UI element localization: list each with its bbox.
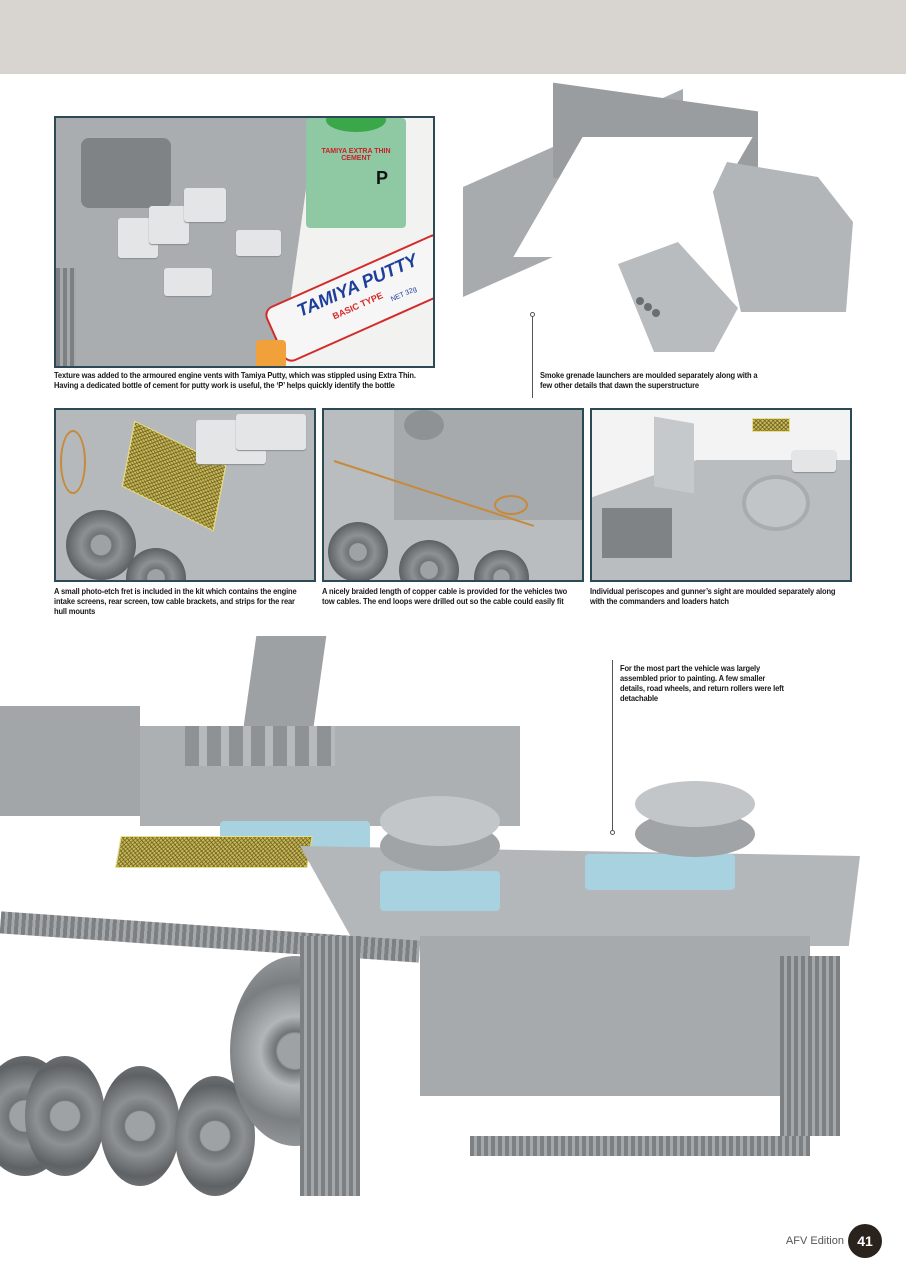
- photo-assembled-vehicle: [0, 636, 880, 1216]
- caption-photo-etch-fret: A small photo-etch fret is included in t…: [54, 587, 297, 616]
- track-bottom: [470, 1136, 810, 1156]
- photo-periscopes: [590, 408, 852, 582]
- spare-track-links: [185, 726, 335, 766]
- photo-engine-deck-putty: TAMIYA EXTRA THIN CEMENT P TAMIYA PUTTY …: [54, 116, 435, 368]
- photo-superstructure: [458, 82, 858, 372]
- page-number-badge: 41: [848, 1224, 882, 1258]
- leader-line-vehicle: [612, 660, 613, 832]
- smoke-launchers: [636, 297, 644, 305]
- cement-bottle-label: TAMIYA EXTRA THIN CEMENT: [321, 148, 391, 162]
- superstructure-front-plate: [713, 162, 853, 312]
- caption-periscopes: Individual periscopes and gunner’s sight…: [590, 587, 836, 606]
- photo-copper-cable: [322, 408, 584, 582]
- gun-mantlet: [602, 508, 672, 558]
- track-rear-right: [780, 956, 840, 1136]
- gun-shield: [654, 416, 694, 494]
- copper-cable: [60, 430, 86, 494]
- publication-name: AFV Edition: [785, 1235, 844, 1247]
- caption-assembled-vehicle: For the most part the vehicle was largel…: [620, 664, 784, 703]
- caption-copper-cable: A nicely braided length of copper cable …: [322, 587, 568, 606]
- rear-screen-photo-etch: [115, 836, 313, 868]
- caption-engine-deck-putty: Texture was added to the armoured engine…: [54, 371, 416, 390]
- hull-interior: [81, 138, 171, 208]
- cement-marker-p: P: [376, 168, 389, 188]
- putty-cap: [256, 340, 286, 366]
- commander-hatch: [742, 475, 810, 531]
- leader-dot-superstructure: [530, 312, 535, 317]
- cement-bottle: TAMIYA EXTRA THIN CEMENT P: [306, 118, 406, 228]
- leader-dot-vehicle: [610, 830, 615, 835]
- rear-hull-plate: [420, 936, 810, 1096]
- detachable-road-wheels: [635, 781, 755, 827]
- caption-superstructure: Smoke grenade launchers are moulded sepa…: [540, 371, 758, 390]
- top-header-band: [0, 0, 906, 74]
- smoke-launchers: [404, 410, 444, 440]
- track-rear-left: [300, 936, 360, 1196]
- gun-shield: [243, 636, 327, 726]
- superstructure-side-block: [618, 242, 738, 352]
- leader-line-superstructure: [532, 316, 533, 398]
- superstructure-front: [0, 706, 140, 816]
- putty-weight-label: NET 32g: [389, 285, 418, 304]
- photo-photo-etch-fret: [54, 408, 316, 582]
- detachable-road-wheels: [380, 796, 500, 846]
